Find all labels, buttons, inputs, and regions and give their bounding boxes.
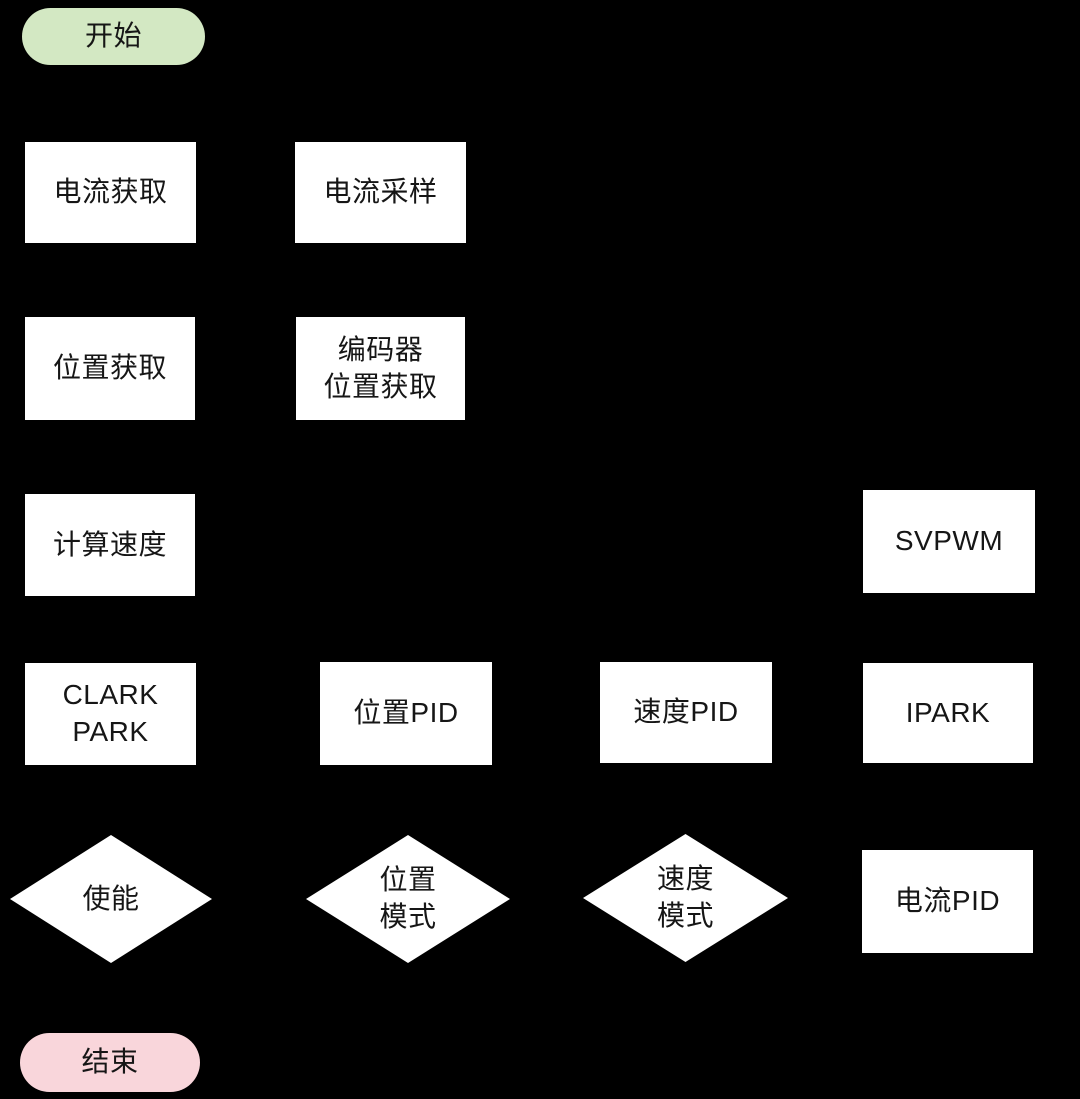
node-label: 位置获取 <box>52 352 167 384</box>
flow-node-position-acquire: 位置获取 <box>25 317 195 420</box>
node-label: 使能 <box>82 882 140 914</box>
flow-node-current-sample: 电流采样 <box>295 142 466 243</box>
node-label: 电流PID <box>894 885 1001 917</box>
flow-decision-speed-mode: 速度 模式 <box>583 834 788 962</box>
node-label: SVPWM <box>894 525 1004 557</box>
flow-decision-enable: 使能 <box>10 835 212 963</box>
flow-node-clark-park: CLARK PARK <box>25 663 196 765</box>
flow-node-speed-pid: 速度PID <box>600 662 772 763</box>
node-label: 计算速度 <box>52 528 167 560</box>
node-label: 结束 <box>81 1046 139 1078</box>
flow-node-ipark: IPARK <box>863 663 1033 763</box>
flow-node-current-acquire: 电流获取 <box>25 142 196 243</box>
flow-node-current-pid: 电流PID <box>862 850 1033 953</box>
flow-node-end: 结束 <box>20 1033 200 1092</box>
flow-node-position-pid: 位置PID <box>320 662 492 765</box>
node-label: 电流获取 <box>53 176 168 208</box>
flow-node-calc-speed: 计算速度 <box>25 494 195 596</box>
flow-node-encoder-position-acquire: 编码器 位置获取 <box>296 317 465 420</box>
node-label: 开始 <box>84 20 142 52</box>
node-label: IPARK <box>905 696 991 728</box>
node-label: 位置 模式 <box>379 864 437 932</box>
flow-decision-position-mode: 位置 模式 <box>306 835 510 963</box>
node-label: 编码器 位置获取 <box>323 333 438 402</box>
flow-node-svpwm: SVPWM <box>863 490 1035 593</box>
node-label: 速度PID <box>633 696 739 728</box>
node-label: 位置PID <box>353 697 459 729</box>
node-label: CLARK PARK <box>62 679 159 747</box>
node-label: 速度 模式 <box>656 863 714 931</box>
flow-node-start: 开始 <box>22 8 205 65</box>
node-label: 电流采样 <box>323 176 438 208</box>
